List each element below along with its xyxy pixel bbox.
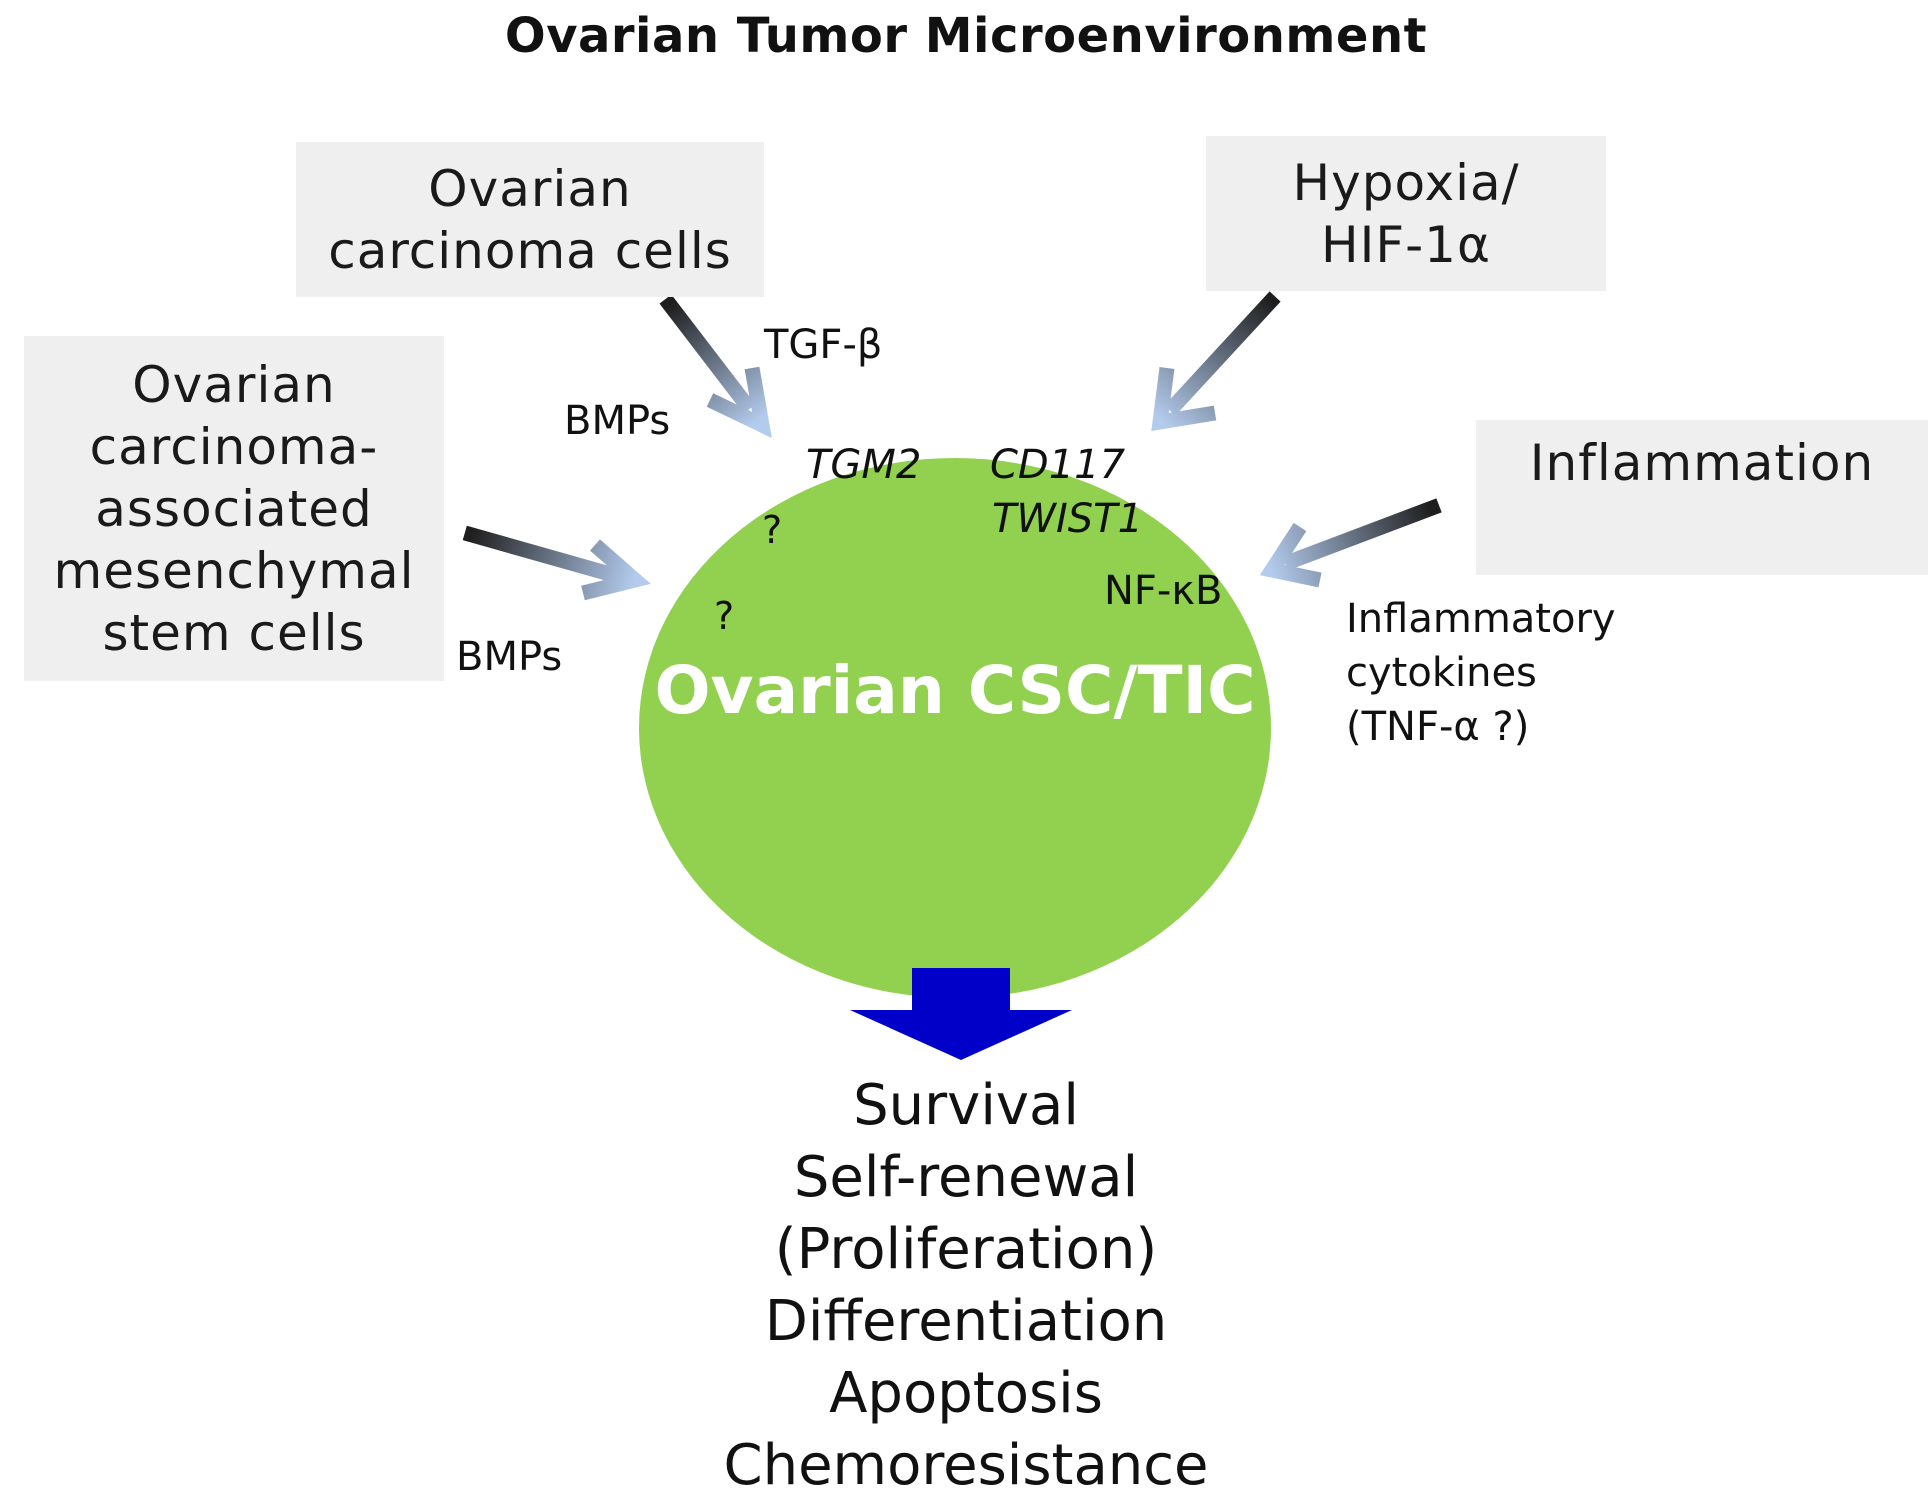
gene-tgm2: TGM2	[806, 442, 922, 488]
outcome-self-renewal: Self-renewal	[793, 1145, 1139, 1210]
gene-twist1: TWIST1	[992, 496, 1144, 542]
tgf-beta-label: TGF-β	[764, 322, 883, 368]
box-hypoxia: Hypoxia/ HIF-1α	[1206, 136, 1606, 291]
outcome-chemoresistance: Chemoresistance	[723, 1433, 1209, 1498]
carcinoma-cells-label: Ovarian carcinoma cells	[328, 159, 732, 280]
bmps-left-label: BMPs	[456, 634, 563, 680]
unknown-factor-2: ?	[714, 594, 735, 638]
diagram-title: Ovarian Tumor Microenvironment	[504, 8, 1428, 64]
arrow-from-inflammation	[1259, 498, 1442, 588]
arrow-from-carcinoma-cells	[659, 294, 772, 439]
arrow-from-mesenchymal	[462, 525, 651, 601]
gene-cd117: CD117	[990, 442, 1126, 488]
outcome-survival: Survival	[853, 1073, 1079, 1138]
outcome-differentiation: Differentiation	[764, 1289, 1168, 1354]
inflammation-label: Inflammation	[1529, 434, 1875, 492]
outcome-apoptosis: Apoptosis	[829, 1361, 1103, 1426]
outcomes-list: Survival Self-renewal (Proliferation) Di…	[566, 1070, 1366, 1502]
arrow-from-hypoxia	[1151, 291, 1281, 432]
down-arrow	[850, 968, 1072, 1060]
nf-kb-label: NF-κB	[1104, 568, 1223, 614]
box-carcinoma-cells: Ovarian carcinoma cells	[296, 142, 764, 297]
mesenchymal-label: Ovarian carcinoma- associated mesenchyma…	[53, 355, 415, 662]
inflammatory-cytokines-label: Inflammatory cytokines (TNF-α ?)	[1346, 596, 1616, 750]
unknown-factor-1: ?	[762, 508, 783, 552]
csc-tic-label: Ovarian CSC/TIC	[654, 652, 1256, 729]
csc-cell	[639, 458, 1271, 998]
box-inflammation: Inflammation	[1476, 420, 1928, 575]
hypoxia-label: Hypoxia/ HIF-1α	[1292, 153, 1520, 274]
outcome-proliferation: (Proliferation)	[774, 1217, 1158, 1282]
bmps-top-label: BMPs	[564, 398, 671, 444]
box-mesenchymal-stem-cells: Ovarian carcinoma- associated mesenchyma…	[24, 336, 444, 681]
